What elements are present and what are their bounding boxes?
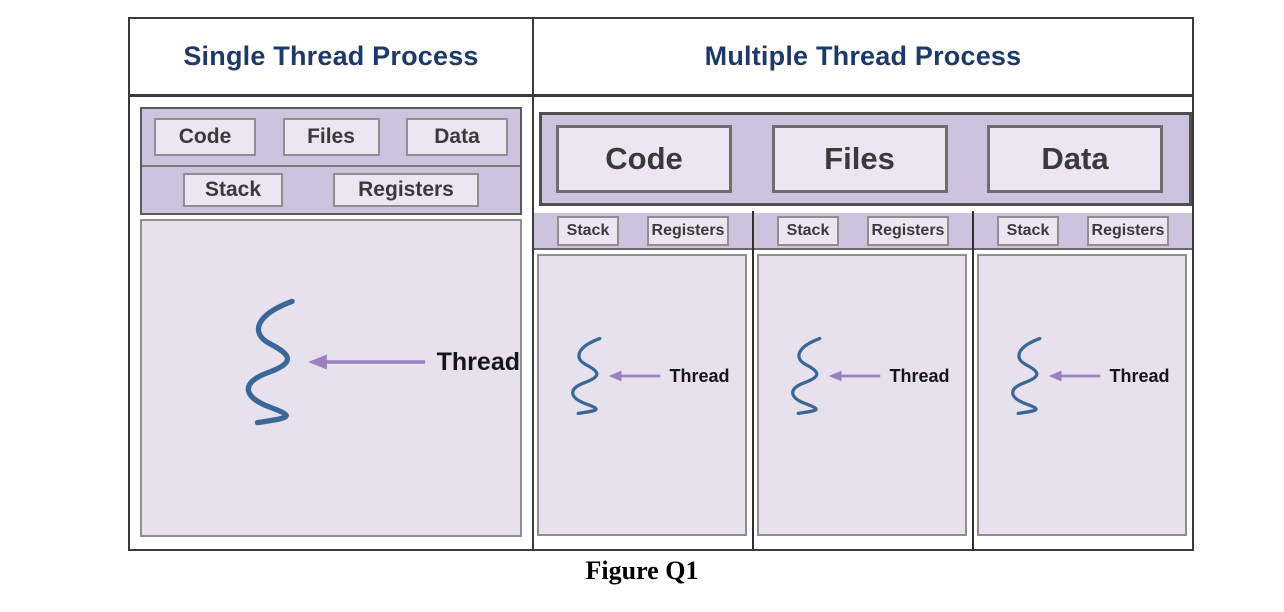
figure-caption: Figure Q1: [585, 556, 699, 585]
single-thread-panel: Code Files Data Stack Registers: [130, 97, 534, 549]
single-resources-row: Code Files Data: [142, 109, 520, 167]
registers-box: Registers: [1087, 215, 1169, 246]
multiple-thread-panel: Code Files Data Stack Registers: [534, 97, 1192, 549]
shared-resources-band: Code Files Data: [539, 112, 1192, 206]
thread2-context-row: Stack Registers: [754, 213, 972, 250]
code-box: Code: [556, 125, 732, 193]
thread2-area: Thread: [757, 254, 967, 536]
thread-label: Thread: [436, 347, 520, 376]
thread1-area: Thread: [537, 254, 747, 536]
single-resource-bands: Code Files Data Stack Registers: [140, 107, 522, 215]
registers-box: Registers: [647, 215, 729, 246]
thread-squiggle-icon: [1011, 336, 1042, 416]
single-thread-area: Thread: [140, 219, 522, 537]
files-box: Files: [282, 118, 380, 156]
thread3-area: Thread: [977, 254, 1187, 536]
thread-annotation: Thread: [547, 322, 753, 430]
data-box: Data: [987, 125, 1163, 193]
stack-box: Stack: [997, 215, 1059, 246]
thread-annotation: Thread: [244, 297, 520, 427]
diagram-header-row: Single Thread Process Multiple Thread Pr…: [130, 19, 1192, 97]
code-box: Code: [154, 118, 256, 156]
thread3-context-row: Stack Registers: [974, 213, 1192, 250]
multiple-thread-title: Multiple Thread Process: [704, 41, 1022, 71]
single-thread-title: Single Thread Process: [130, 19, 534, 94]
files-box: Files: [771, 125, 948, 193]
diagram-content-row: Code Files Data Stack Registers: [130, 97, 1192, 549]
thread1-context-row: Stack Registers: [534, 213, 752, 250]
registers-box: Registers: [333, 173, 479, 207]
stack-box: Stack: [777, 215, 839, 246]
thread-label: Thread: [1109, 365, 1170, 386]
thread-column-1: Stack Registers: [534, 211, 752, 549]
thread-annotation: Thread: [767, 322, 973, 430]
thread-squiggle-icon: [245, 298, 295, 426]
stack-box: Stack: [557, 215, 619, 246]
thread-squiggle-icon: [791, 336, 822, 416]
thread-annotation: Thread: [987, 322, 1193, 430]
single-context-row: Stack Registers: [142, 167, 520, 213]
left-arrow-icon: [1049, 370, 1101, 382]
left-arrow-icon: [829, 370, 881, 382]
process-diagram: Single Thread Process Multiple Thread Pr…: [128, 17, 1194, 551]
thread-label: Thread: [889, 365, 950, 386]
stack-box: Stack: [183, 173, 283, 207]
thread-squiggle-icon: [571, 336, 602, 416]
thread-column-2: Stack Registers: [752, 211, 972, 549]
data-box: Data: [406, 118, 508, 156]
thread-columns: Stack Registers: [534, 211, 1192, 549]
thread-column-3: Stack Registers: [972, 211, 1192, 549]
left-arrow-icon: [609, 370, 661, 382]
left-arrow-icon: [307, 354, 425, 370]
registers-box: Registers: [867, 215, 949, 246]
thread-label: Thread: [669, 365, 730, 386]
